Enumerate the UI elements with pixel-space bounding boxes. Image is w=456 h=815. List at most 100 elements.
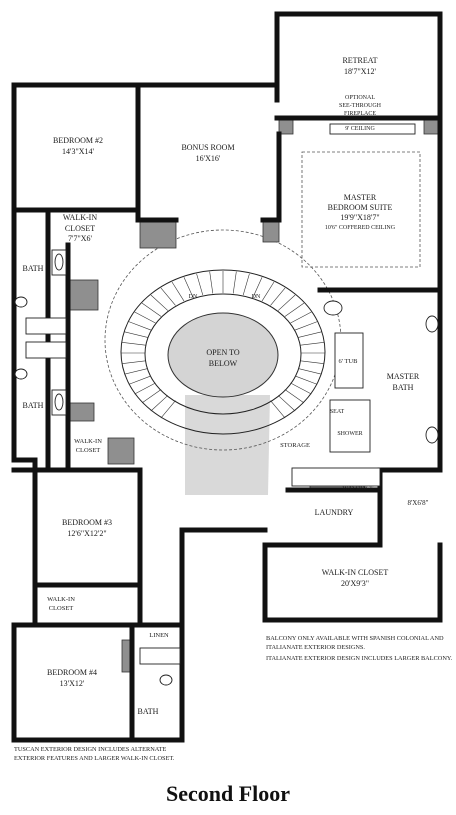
svg-text:WALK-IN CLOSET: WALK-IN CLOSET — [322, 568, 389, 577]
stair-tread — [160, 400, 176, 419]
svg-text:CLOSET: CLOSET — [49, 605, 74, 612]
stair-tread — [160, 287, 176, 306]
svg-text:BEDROOM SUITE: BEDROOM SUITE — [328, 203, 393, 212]
svg-text:ITALIANATE EXTERIOR DESIGN INC: ITALIANATE EXTERIOR DESIGN INCLUDES LARG… — [266, 655, 453, 662]
stair-tread — [121, 341, 146, 346]
stair-tread — [209, 271, 214, 294]
svg-text:EXTERIOR FEATURES AND LARGER W: EXTERIOR FEATURES AND LARGER WALK-IN CLO… — [14, 755, 175, 762]
walkin3-label: WALK-IN CLOSET — [47, 596, 75, 612]
walkin2-label: WALK-IN CLOSET — [74, 438, 102, 454]
stair-tread — [252, 277, 263, 298]
svg-text:BEDROOM #2: BEDROOM #2 — [53, 136, 103, 145]
linen-label: LINEN — [149, 632, 169, 639]
svg-text:13'X12': 13'X12' — [60, 679, 85, 688]
svg-text:20'X9'3": 20'X9'3" — [341, 579, 369, 588]
svg-text:RETREAT: RETREAT — [342, 56, 377, 65]
svg-text:WALK-IN: WALK-IN — [47, 596, 75, 603]
stair-tread — [121, 360, 146, 365]
stair-tread — [298, 331, 322, 338]
tuscan-note: TUSCAN EXTERIOR DESIGN INCLUDES ALTERNAT… — [14, 746, 175, 762]
balcony-note: BALCONY ONLY AVAILABLE WITH SPANISH COLO… — [266, 635, 453, 662]
open-to-below-void — [167, 312, 279, 398]
stair-tread — [242, 273, 250, 296]
laundry-label: LAUNDRY — [315, 508, 354, 517]
svg-text:TUSCAN EXTERIOR DESIGN INCLUDE: TUSCAN EXTERIOR DESIGN INCLUDES ALTERNAT… — [14, 746, 166, 753]
svg-text:BONUS ROOM: BONUS ROOM — [181, 143, 234, 152]
stair-tread — [150, 294, 169, 311]
bonus-room-label: BONUS ROOM 16'X16' — [181, 143, 234, 163]
stair-tread — [124, 331, 148, 338]
svg-text:OPTIONAL: OPTIONAL — [345, 95, 375, 101]
svg-text:7'7"X6': 7'7"X6' — [68, 234, 92, 243]
svg-text:OPEN TO: OPEN TO — [206, 348, 239, 357]
stair-tread — [196, 273, 204, 296]
stair-tread — [294, 375, 318, 385]
storage-label: STORAGE — [280, 442, 310, 449]
stair-tread — [284, 302, 305, 317]
stair-tread — [183, 277, 194, 298]
seat-label: SEAT — [330, 409, 345, 415]
svg-text:CLOSET: CLOSET — [65, 224, 95, 233]
bath3-label: BATH — [138, 707, 159, 716]
stair-tread — [290, 311, 312, 324]
stair-down-right: DN — [252, 294, 261, 300]
bedroom2-label: BEDROOM #2 14'3"X14' — [53, 136, 103, 156]
svg-text:CLOSET: CLOSET — [76, 447, 101, 454]
walkin1-label: WALK-IN CLOSET 7'7"X6' — [63, 213, 97, 243]
tub-label: 6' TUB — [339, 358, 359, 365]
svg-text:18'7"X12': 18'7"X12' — [344, 67, 376, 76]
svg-text:12'6"X12'2": 12'6"X12'2" — [67, 529, 106, 538]
svg-text:WALK-IN: WALK-IN — [63, 213, 97, 222]
stair-tread — [270, 400, 286, 419]
svg-text:ITALIANATE EXTERIOR DESIGNS.: ITALIANATE EXTERIOR DESIGNS. — [266, 644, 365, 651]
floor-title: Second Floor — [166, 781, 290, 806]
stair-tread — [134, 311, 156, 324]
hallway-floor — [185, 395, 270, 495]
stair-tread — [141, 302, 162, 317]
svg-text:BALCONY ONLY AVAILABLE WITH SP: BALCONY ONLY AVAILABLE WITH SPANISH COLO… — [266, 635, 444, 642]
master-bath-label: MASTER BATH — [387, 372, 420, 392]
stair-tread — [294, 321, 318, 331]
stair-tread — [277, 395, 296, 412]
svg-text:BELOW: BELOW — [209, 359, 238, 368]
svg-text:BATH: BATH — [393, 383, 414, 392]
stair-tread — [298, 368, 322, 375]
svg-text:MASTER: MASTER — [344, 193, 377, 202]
stair-tread — [300, 360, 325, 365]
stair-tread — [128, 375, 152, 385]
stair-tread — [261, 281, 275, 302]
stair-tread — [232, 271, 237, 294]
stair-down-left: DN — [189, 294, 198, 300]
bedroom4-label: BEDROOM #4 13'X12' — [47, 668, 97, 688]
master-suite-label: MASTER BEDROOM SUITE 19'9"X18'7" 10'6" C… — [325, 193, 396, 231]
svg-text:10'6" COFFERED CEILING: 10'6" COFFERED CEILING — [325, 225, 396, 231]
svg-text:16'X16': 16'X16' — [196, 154, 221, 163]
stair-tread — [171, 281, 185, 302]
ceiling-note: 9' CEILING — [345, 126, 375, 132]
stair-tread — [124, 368, 148, 375]
svg-text:FIREPLACE: FIREPLACE — [344, 111, 376, 117]
stair-tread — [141, 389, 162, 404]
wd-space-label: W/D SPACE — [342, 486, 374, 492]
svg-text:SEE-THROUGH: SEE-THROUGH — [339, 103, 382, 109]
master-walkin-label: WALK-IN CLOSET 20'X9'3" — [322, 568, 389, 588]
fixtures — [14, 123, 439, 686]
bath1-label: BATH — [23, 264, 44, 273]
laundry-size: 8'X6'8" — [408, 499, 429, 507]
svg-text:BEDROOM #4: BEDROOM #4 — [47, 668, 97, 677]
svg-text:19'9"X18'7": 19'9"X18'7" — [340, 213, 379, 222]
svg-text:14'3"X14': 14'3"X14' — [62, 147, 94, 156]
stair-tread — [270, 287, 286, 306]
fireplace-label: OPTIONAL SEE-THROUGH FIREPLACE — [339, 95, 382, 117]
retreat-label: RETREAT 18'7"X12' — [342, 56, 377, 76]
stair-tread — [290, 382, 312, 395]
stair-tread — [128, 321, 152, 331]
svg-text:BEDROOM #3: BEDROOM #3 — [62, 518, 112, 527]
bath2-label: BATH — [23, 401, 44, 410]
stair-tread — [284, 389, 305, 404]
bedroom3-label: BEDROOM #3 12'6"X12'2" — [62, 518, 112, 538]
stair-tread — [134, 382, 156, 395]
walls — [11, 11, 443, 743]
svg-text:MASTER: MASTER — [387, 372, 420, 381]
